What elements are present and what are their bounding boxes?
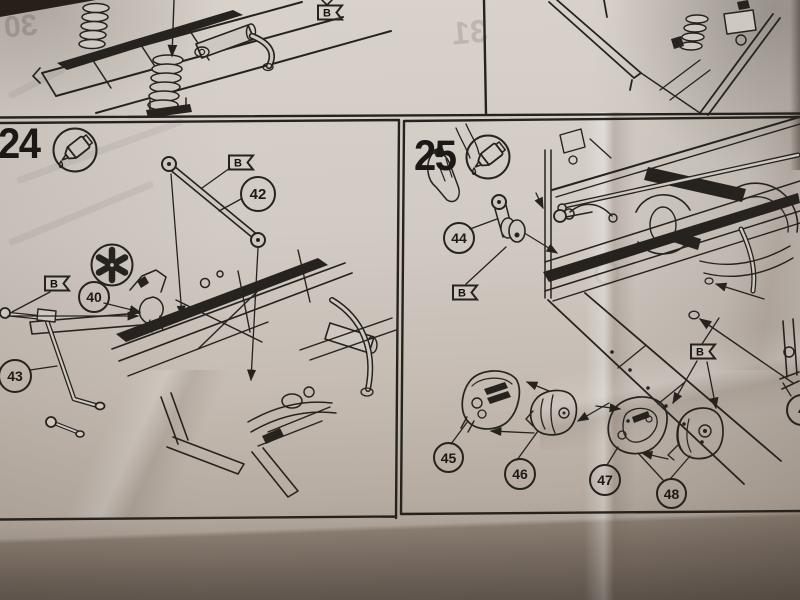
flag-b-step24-rod: B <box>228 154 255 171</box>
step25-part44-lever <box>465 192 593 285</box>
part-callout-42: 42 <box>240 176 276 212</box>
part-callout-47: 47 <box>589 464 621 496</box>
part-number: 46 <box>512 466 528 482</box>
flag-b-step24-swaybar: B <box>44 275 71 292</box>
part-callout-48: 48 <box>656 478 687 509</box>
part-callout-44: 44 <box>443 222 475 254</box>
part-number: 4 <box>798 402 800 418</box>
glue-icon <box>52 127 98 173</box>
flag-b-top: B <box>317 4 344 21</box>
step24-chassis-art <box>29 249 397 498</box>
step25-chassis-art <box>427 116 800 485</box>
step24-part43-swaybar <box>0 291 142 438</box>
step-number-24: 24 <box>0 120 41 168</box>
part-number: 40 <box>86 289 102 305</box>
top-left-chassis-art <box>32 0 392 118</box>
part-number: 42 <box>249 185 267 203</box>
flag-label: B <box>323 8 331 20</box>
flag-label: B <box>696 347 704 359</box>
flag-label: B <box>50 279 58 291</box>
step24-part42-rod <box>161 156 266 382</box>
step-number-25: 25 <box>414 132 457 180</box>
flag-label: B <box>234 158 242 170</box>
part-number: 47 <box>597 472 613 488</box>
asterisk-icon <box>90 243 134 287</box>
flag-b-step25-drums: B <box>690 343 717 360</box>
part-number: 48 <box>663 485 680 502</box>
glue-icon <box>465 134 511 180</box>
part-number: 45 <box>440 449 457 466</box>
part-callout-43: 43 <box>0 359 32 393</box>
top-right-chassis-art <box>548 0 781 116</box>
part-callout-45: 45 <box>433 442 464 473</box>
panel-borders <box>0 0 800 521</box>
part-number: 44 <box>451 230 467 246</box>
part-callout-40: 40 <box>78 281 110 313</box>
step25-parts-45-48 <box>450 360 724 481</box>
part-callout-46: 46 <box>504 458 536 490</box>
flag-b-step25-lever: B <box>452 284 479 301</box>
flag-label: B <box>458 288 466 300</box>
part-number: 43 <box>7 368 23 384</box>
